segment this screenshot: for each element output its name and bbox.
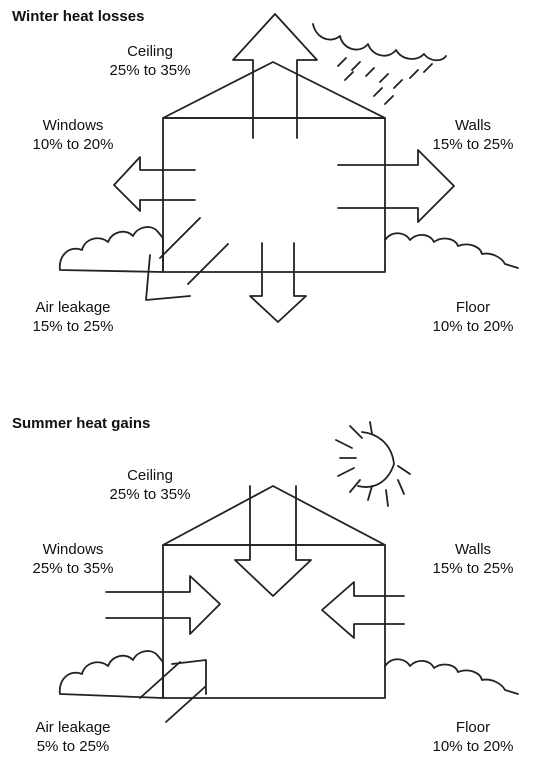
sun-icon [335, 421, 411, 507]
winter-floor-label: Floor 10% to 20% [408, 298, 538, 336]
winter-floor-range: 10% to 20% [432, 318, 514, 335]
winter-air-leakage-label: Air leakage 15% to 25% [8, 298, 138, 336]
winter-bush-right [384, 232, 519, 269]
summer-walls-name: Walls [454, 541, 492, 558]
summer-windows-label: Windows 25% to 35% [8, 540, 138, 578]
summer-floor-label: Floor 10% to 20% [408, 718, 538, 756]
winter-ceiling-label: Ceiling 25% to 35% [80, 42, 220, 80]
winter-bush-left [58, 226, 164, 273]
summer-heat-gains-panel: Summer heat gains Ceiling 25% to 35% Win… [0, 382, 550, 764]
summer-house-body [162, 544, 386, 699]
summer-air-leakage-range: 5% to 25% [36, 738, 110, 755]
winter-windows-arrow [113, 156, 196, 212]
summer-walls-label: Walls 15% to 25% [408, 540, 538, 578]
winter-walls-arrow [337, 149, 455, 223]
summer-ceiling-range: 25% to 35% [109, 486, 191, 503]
summer-floor-range: 10% to 20% [432, 738, 514, 755]
winter-air-leakage-arrow [145, 217, 229, 301]
winter-walls-range: 15% to 25% [432, 136, 514, 153]
winter-house-body [162, 117, 386, 273]
winter-walls-name: Walls [454, 117, 492, 134]
winter-air-leakage-name: Air leakage [35, 299, 111, 316]
summer-ceiling-arrow [234, 485, 312, 597]
winter-floor-name: Floor [455, 299, 491, 316]
winter-air-leakage-range: 15% to 25% [32, 318, 114, 335]
summer-air-leakage-label: Air leakage 5% to 25% [8, 718, 138, 756]
winter-windows-name: Windows [42, 117, 104, 134]
winter-windows-label: Windows 10% to 20% [8, 116, 138, 154]
winter-walls-label: Walls 15% to 25% [408, 116, 538, 154]
summer-house-diagram [58, 421, 519, 723]
summer-bush-right [384, 658, 519, 695]
winter-house-diagram [58, 13, 519, 323]
winter-floor-arrow [249, 242, 307, 323]
summer-windows-range: 25% to 35% [32, 560, 114, 577]
summer-windows-name: Windows [42, 541, 104, 558]
summer-ceiling-label: Ceiling 25% to 35% [80, 466, 220, 504]
summer-air-leakage-arrow [139, 659, 207, 723]
winter-heading: Winter heat losses [12, 8, 145, 25]
summer-floor-name: Floor [455, 719, 491, 736]
winter-windows-range: 10% to 20% [32, 136, 114, 153]
summer-windows-arrow [105, 575, 221, 635]
summer-heading: Summer heat gains [12, 415, 151, 432]
summer-ceiling-name: Ceiling [127, 467, 173, 484]
summer-walls-arrow [321, 581, 405, 639]
winter-ceiling-range: 25% to 35% [109, 62, 191, 79]
winter-ceiling-name: Ceiling [127, 43, 173, 60]
summer-air-leakage-name: Air leakage [35, 719, 111, 736]
winter-ceiling-arrow [232, 13, 318, 139]
summer-bush-left [58, 650, 164, 699]
winter-heat-losses-panel: Winter heat losses Ceiling 25% to 35% Wi… [8, 8, 538, 336]
summer-walls-range: 15% to 25% [432, 560, 514, 577]
rain-cloud-icon [312, 23, 447, 105]
